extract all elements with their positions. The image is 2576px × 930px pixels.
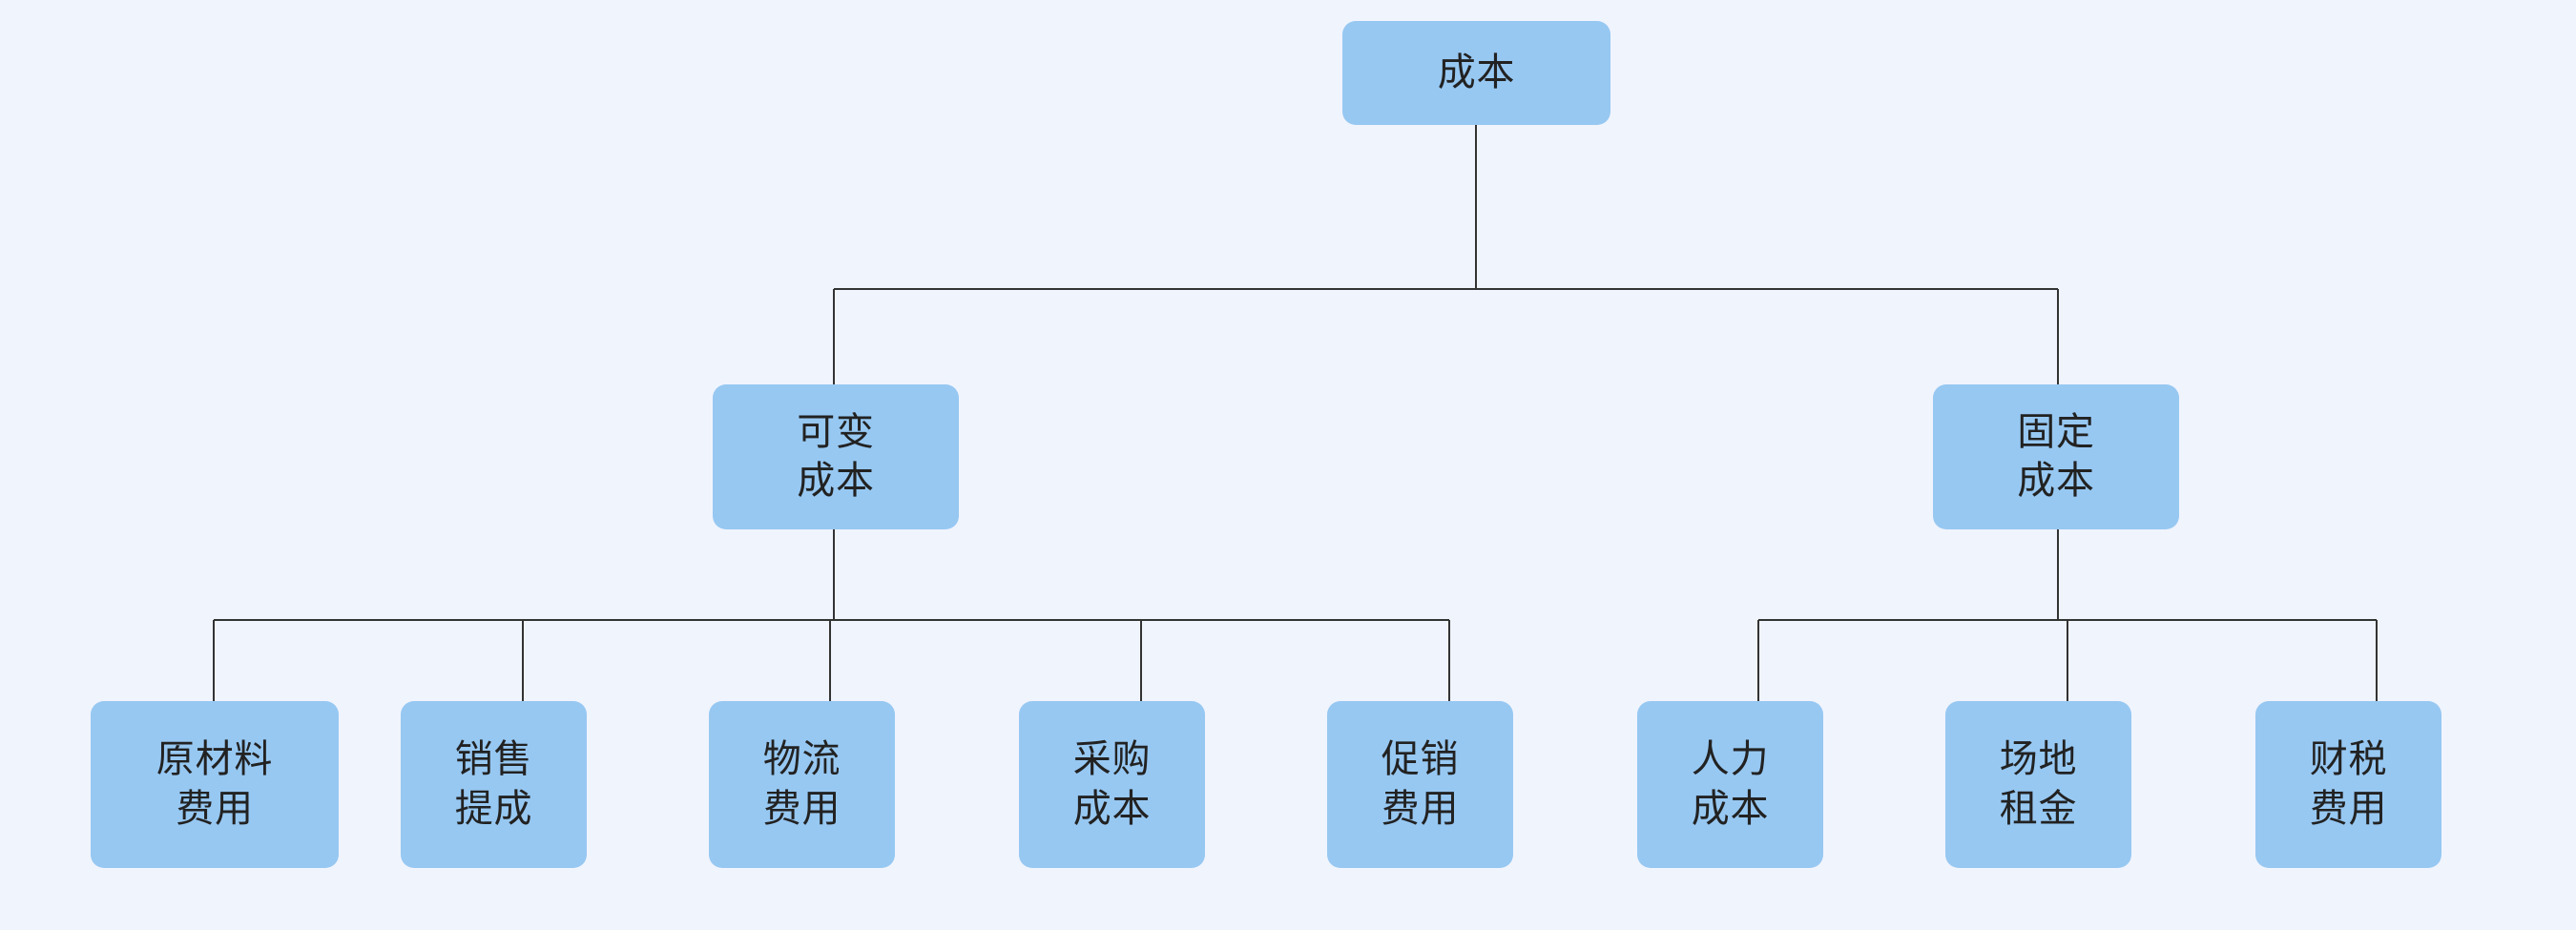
node-root-label: 成本 xyxy=(1437,50,1516,94)
node-variable-cost[interactable]: 可变 成本 xyxy=(713,384,959,529)
node-leaf[interactable]: 采购 成本 xyxy=(1019,701,1205,868)
node-leaf-label: 财税 费用 xyxy=(2309,737,2388,831)
node-leaf-label: 促销 费用 xyxy=(1381,737,1460,831)
node-fixed-cost-label: 固定 成本 xyxy=(2017,409,2095,503)
node-variable-cost-label: 可变 成本 xyxy=(797,409,875,503)
node-leaf[interactable]: 场地 租金 xyxy=(1945,701,2131,868)
node-leaf-label: 物流 费用 xyxy=(762,737,841,831)
node-leaf-label: 人力 成本 xyxy=(1691,737,1770,831)
node-leaf[interactable]: 原材料 费用 xyxy=(91,701,339,868)
node-leaf-label: 场地 租金 xyxy=(1999,737,2078,831)
node-leaf-label: 采购 成本 xyxy=(1072,737,1152,831)
node-leaf-label: 原材料 费用 xyxy=(156,737,274,831)
node-root-cost[interactable]: 成本 xyxy=(1342,21,1610,125)
node-fixed-cost[interactable]: 固定 成本 xyxy=(1933,384,2179,529)
node-leaf[interactable]: 销售 提成 xyxy=(401,701,587,868)
node-leaf[interactable]: 物流 费用 xyxy=(709,701,895,868)
node-leaf[interactable]: 财税 费用 xyxy=(2255,701,2441,868)
node-leaf-label: 销售 提成 xyxy=(454,737,533,831)
node-leaf[interactable]: 人力 成本 xyxy=(1637,701,1823,868)
node-leaf[interactable]: 促销 费用 xyxy=(1327,701,1513,868)
